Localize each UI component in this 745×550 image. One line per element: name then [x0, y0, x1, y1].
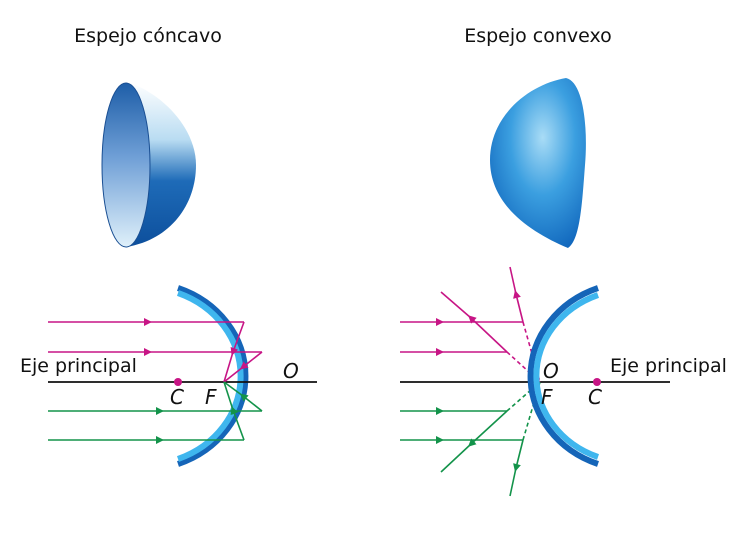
- convex-center-label: C: [588, 385, 602, 409]
- convex-center-point: [593, 378, 601, 386]
- concave-vertex-label: O: [283, 359, 299, 383]
- convex-title: Espejo convexo: [464, 25, 612, 47]
- concave-axis-label: Eje principal: [20, 355, 137, 377]
- concave-focus-label: F: [205, 385, 217, 409]
- convex-axis-label: Eje principal: [610, 355, 727, 377]
- concave-center-point: [174, 378, 182, 386]
- concave-mirror-light-arc: [177, 290, 244, 462]
- concave-mirror-dark-arc: [177, 285, 249, 467]
- convex-mirror-light-arc: [533, 292, 599, 460]
- concave-ray-diagram: Eje principal C F O: [20, 285, 317, 467]
- concave-mirror-illustration: [101, 82, 196, 248]
- convex-vertex-label: O: [543, 359, 559, 383]
- convex-mirror-dark-arc: [527, 285, 599, 467]
- concave-center-label: C: [170, 385, 184, 409]
- convex-ray-diagram: Eje principal C F O: [400, 266, 727, 497]
- concave-title: Espejo cóncavo: [74, 25, 222, 47]
- convex-focus-label: F: [541, 385, 553, 409]
- convex-mirror-illustration: [490, 78, 586, 248]
